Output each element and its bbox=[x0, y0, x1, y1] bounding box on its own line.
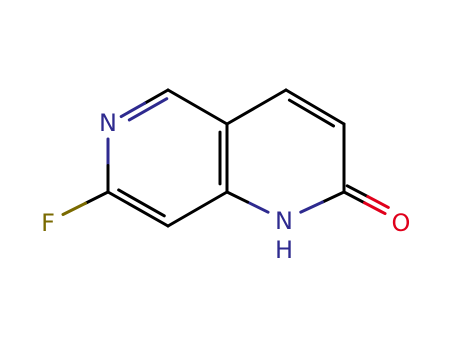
bond-c2-o-second-b bbox=[366, 195, 390, 209]
bond-c2-n1-a bbox=[320, 190, 346, 204]
bonds-group bbox=[61, 88, 390, 228]
bond-c7-f-a bbox=[84, 190, 110, 205]
bond-c4-c3 bbox=[284, 88, 346, 126]
atom-label-n6: N bbox=[99, 109, 117, 137]
bond-c5-n6-inner bbox=[127, 97, 169, 122]
bond-c5-n6-b bbox=[119, 101, 147, 119]
atom-label-n1-hydrogen: H bbox=[275, 236, 293, 264]
atom-label-f7: F bbox=[41, 209, 55, 237]
bond-c7-c8 bbox=[106, 190, 170, 228]
bond-c2-o-a bbox=[342, 190, 367, 205]
bond-c4a-c5 bbox=[166, 88, 229, 126]
bond-c2-n1-b bbox=[299, 200, 324, 214]
atom-label-n1: N bbox=[275, 207, 293, 235]
bond-c8-c8a bbox=[166, 190, 229, 228]
bond-c7-f-b bbox=[61, 201, 87, 216]
atom-label-o2: O bbox=[392, 209, 411, 237]
bond-c7-c8-inner bbox=[117, 188, 166, 218]
atom-f7: F bbox=[41, 209, 55, 237]
bond-c2-o-second-a bbox=[345, 184, 370, 199]
bond-n1-c8a-a bbox=[246, 200, 270, 214]
bond-c4-c3-inner bbox=[287, 98, 335, 128]
atom-labels-group: N F N H O bbox=[41, 109, 410, 264]
atom-n6: N bbox=[99, 109, 117, 137]
bond-c4a-c4 bbox=[225, 88, 288, 126]
bond-n1-c8a-b bbox=[225, 190, 250, 204]
atom-n1: N H bbox=[275, 207, 293, 264]
bond-c2-o-b bbox=[363, 201, 387, 216]
atom-o2: O bbox=[392, 209, 411, 237]
bond-c5-n6-a bbox=[143, 88, 170, 105]
